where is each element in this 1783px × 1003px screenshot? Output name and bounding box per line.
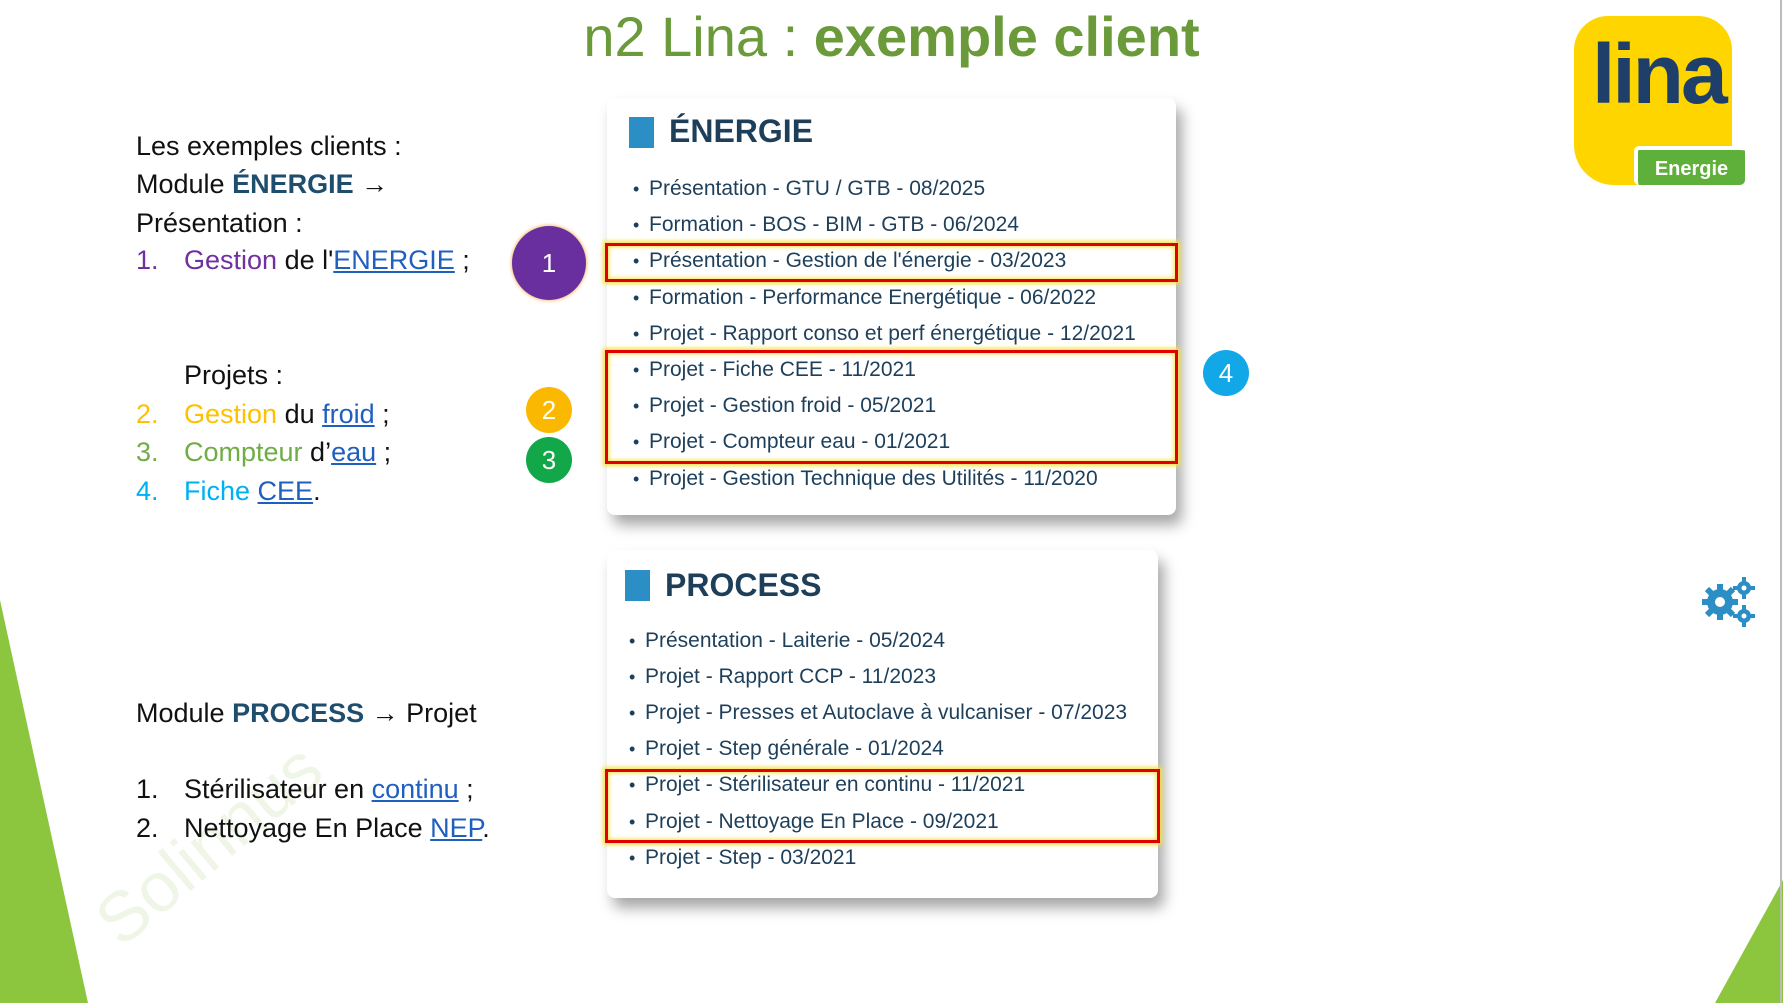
gears-icon[interactable] bbox=[1698, 574, 1760, 630]
module-energie-line: Module ÉNERGIE → bbox=[136, 165, 388, 203]
module-label: Module bbox=[136, 169, 233, 199]
process-item-2: 2. Nettoyage En Place NEP. bbox=[136, 809, 490, 847]
title-bold: exemple client bbox=[813, 5, 1200, 68]
process-item-1: 1. Stérilisateur en continu ; bbox=[136, 770, 474, 808]
energie-list-item[interactable]: Présentation - GTU / GTB - 08/2025 bbox=[633, 174, 985, 204]
logo-badge: Energie bbox=[1634, 146, 1745, 185]
left-green-triangle bbox=[0, 600, 88, 1003]
energie-list-item[interactable]: Formation - BOS - BIM - GTB - 06/2024 bbox=[633, 210, 1019, 240]
process-list-item[interactable]: Projet - Rapport CCP - 11/2023 bbox=[629, 662, 936, 692]
intro-text: Les exemples clients : bbox=[136, 131, 402, 161]
energie-item-4: 4. Fiche CEE. bbox=[136, 472, 321, 510]
process-list-item[interactable]: Projet - Stérilisateur en continu - 11/2… bbox=[629, 770, 1025, 800]
energie-list-item[interactable]: Projet - Rapport conso et perf énergétiq… bbox=[633, 319, 1136, 349]
item-keyword: Gestion bbox=[184, 245, 278, 275]
right-green-triangle bbox=[1715, 880, 1783, 1003]
module-process-line: Module PROCESS → Projet bbox=[136, 694, 477, 732]
item-text: de l' bbox=[277, 245, 334, 275]
process-list-item[interactable]: Présentation - Laiterie - 05/2024 bbox=[629, 626, 945, 656]
item-text: Nettoyage En Place bbox=[184, 813, 431, 843]
highlight-box-process-projects bbox=[605, 769, 1160, 843]
item-number: 2. bbox=[136, 813, 159, 843]
module-label: Module bbox=[136, 698, 233, 728]
item-number: 1. bbox=[136, 774, 159, 804]
item-keyword: Gestion bbox=[184, 399, 278, 429]
energie-item-3: 3. Compteur d’eau ; bbox=[136, 433, 391, 471]
marker-2: 2 bbox=[526, 387, 572, 433]
item-text: du bbox=[277, 399, 323, 429]
continu-link[interactable]: continu bbox=[371, 774, 459, 804]
energie-link[interactable]: ENERGIE bbox=[333, 245, 455, 275]
energie-card-title: ÉNERGIE bbox=[669, 113, 814, 149]
logo-text: lina bbox=[1592, 27, 1728, 121]
energie-list-item[interactable]: Projet - Gestion froid - 05/2021 bbox=[633, 391, 936, 421]
highlight-box-energie-projects bbox=[605, 350, 1178, 464]
marker-1: 1 bbox=[512, 226, 586, 300]
process-list-item[interactable]: Projet - Nettoyage En Place - 09/2021 bbox=[629, 807, 999, 837]
marker-3: 3 bbox=[526, 437, 572, 483]
cee-link[interactable]: CEE bbox=[257, 476, 314, 506]
energie-list-item[interactable]: Projet - Fiche CEE - 11/2021 bbox=[633, 355, 916, 385]
process-list-item[interactable]: Projet - Step générale - 01/2024 bbox=[629, 734, 944, 764]
presentation-label: Présentation : bbox=[136, 208, 303, 238]
slide-title: n2 Lina : exemple client bbox=[0, 4, 1783, 69]
module-process-suffix: → Projet bbox=[364, 698, 477, 728]
energie-list-item[interactable]: Projet - Compteur eau - 01/2021 bbox=[633, 427, 950, 457]
item-text: d’ bbox=[302, 437, 332, 467]
item-text: Stérilisateur en bbox=[184, 774, 372, 804]
energie-square-icon bbox=[629, 117, 654, 148]
process-card-title: PROCESS bbox=[665, 567, 822, 603]
energie-list-item[interactable]: Projet - Gestion Technique des Utilités … bbox=[633, 464, 1098, 494]
eau-link[interactable]: eau bbox=[331, 437, 377, 467]
item-number: 2. bbox=[136, 399, 159, 429]
module-process-name: PROCESS bbox=[232, 698, 365, 728]
process-list-item[interactable]: Projet - Step - 03/2021 bbox=[629, 843, 856, 873]
item-end: . bbox=[313, 476, 321, 506]
item-number: 4. bbox=[136, 476, 159, 506]
process-square-icon bbox=[625, 570, 650, 601]
process-list-item[interactable]: Projet - Presses et Autoclave à vulcanis… bbox=[629, 698, 1127, 728]
item-keyword: Compteur bbox=[184, 437, 303, 467]
energie-list-item[interactable]: Présentation - Gestion de l'énergie - 03… bbox=[633, 246, 1066, 276]
item-end: . bbox=[482, 813, 490, 843]
energie-item-1: 1. Gestion de l'ENERGIE ; bbox=[136, 241, 470, 279]
item-end: ; bbox=[374, 399, 390, 429]
marker-4: 4 bbox=[1203, 350, 1249, 396]
froid-link[interactable]: froid bbox=[322, 399, 375, 429]
item-keyword: Fiche bbox=[184, 476, 258, 506]
projets-label: Projets : bbox=[184, 360, 284, 390]
item-end: ; bbox=[454, 245, 470, 275]
item-number: 1. bbox=[136, 245, 159, 275]
nep-link[interactable]: NEP bbox=[430, 813, 483, 843]
module-energie-name: ÉNERGIE bbox=[232, 169, 354, 199]
energie-list-item[interactable]: Formation - Performance Energétique - 06… bbox=[633, 283, 1096, 313]
title-normal: n2 Lina : bbox=[583, 5, 814, 68]
arrow: → bbox=[361, 169, 389, 199]
item-number: 3. bbox=[136, 437, 159, 467]
energie-item-2: 2. Gestion du froid ; bbox=[136, 395, 390, 433]
item-end: ; bbox=[376, 437, 392, 467]
item-end: ; bbox=[458, 774, 474, 804]
highlight-box-energie-presentation bbox=[605, 243, 1178, 282]
